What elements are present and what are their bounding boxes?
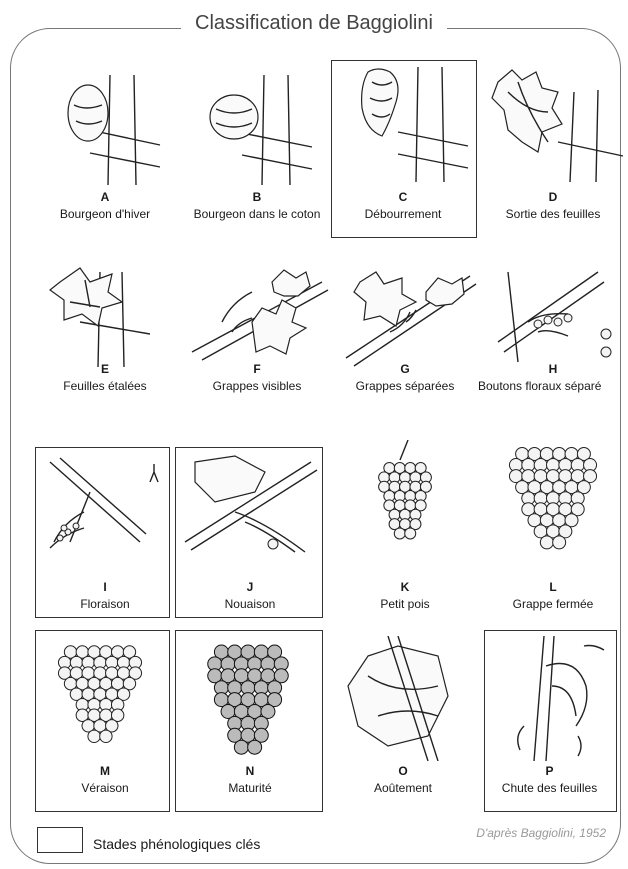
stage-a: A Bourgeon d'hiver xyxy=(30,75,180,195)
stage-label: Nouaison xyxy=(175,597,325,611)
grape-berry xyxy=(394,528,405,539)
stage-p-illustration xyxy=(484,636,615,761)
stage-letter: J xyxy=(175,580,325,594)
diagram-title-wrap: Classification de Baggiolini xyxy=(0,12,628,35)
stage-m-illustration xyxy=(30,636,170,761)
stage-e: E Feuilles étalées xyxy=(30,262,180,382)
stage-g: G Grappes séparées xyxy=(330,262,480,382)
stage-n: N Maturité xyxy=(175,636,325,756)
diagram-title: Classification de Baggiolini xyxy=(181,12,447,34)
stage-letter: A xyxy=(30,190,180,204)
stage-i: I Floraison xyxy=(30,452,180,572)
stage-l: L Grappe fermée xyxy=(478,440,628,560)
stage-k-illustration xyxy=(330,440,480,570)
source-credit: D'après Baggiolini, 1952 xyxy=(476,826,606,840)
stage-label: Bourgeon d'hiver xyxy=(30,207,180,221)
stage-letter: I xyxy=(30,580,180,594)
stage-d: D Sortie des feuilles xyxy=(478,62,628,182)
stage-letter: F xyxy=(182,362,332,376)
legend-swatch xyxy=(37,827,83,853)
grape-berry xyxy=(234,740,248,754)
stage-label: Véraison xyxy=(30,781,180,795)
stage-f-illustration xyxy=(182,262,332,372)
grape-berry xyxy=(540,536,553,549)
stage-label: Chute des feuilles xyxy=(484,781,615,795)
stage-b: B Bourgeon dans le coton xyxy=(182,75,332,195)
stage-g-illustration xyxy=(330,262,480,372)
stage-label: Sortie des feuilles xyxy=(478,207,628,221)
stage-c-illustration xyxy=(328,62,478,182)
stage-letter: B xyxy=(182,190,332,204)
stage-h-illustration xyxy=(478,262,628,372)
stage-a-illustration xyxy=(30,75,180,195)
grape-berry xyxy=(88,730,100,742)
stage-o: O Aoûtement xyxy=(328,636,478,756)
stage-c: C Débourrement xyxy=(328,62,478,182)
stage-label: Débourrement xyxy=(328,207,478,221)
stage-label: Maturité xyxy=(175,781,325,795)
stage-letter: G xyxy=(330,362,480,376)
stage-letter: E xyxy=(30,362,180,376)
stage-m: M Véraison xyxy=(30,636,180,756)
stage-letter: D xyxy=(478,190,628,204)
stage-k: K Petit pois xyxy=(330,440,480,560)
stage-j-illustration xyxy=(175,452,321,562)
stage-label: Grappes séparées xyxy=(330,379,480,393)
bud xyxy=(68,85,108,141)
stage-label: Boutons floraux séparé xyxy=(478,379,628,393)
stage-letter: C xyxy=(328,190,478,204)
stage-label: Aoûtement xyxy=(328,781,478,795)
stage-label: Petit pois xyxy=(330,597,480,611)
stage-letter: N xyxy=(175,764,325,778)
stage-l-illustration xyxy=(478,440,628,570)
stage-j: J Nouaison xyxy=(175,452,325,572)
stage-letter: L xyxy=(478,580,628,594)
grape-berry xyxy=(248,740,262,754)
stage-o-illustration xyxy=(328,636,478,761)
stage-h: H Boutons floraux séparé xyxy=(478,262,628,382)
stage-label: Bourgeon dans le coton xyxy=(182,207,332,221)
stage-label: Feuilles étalées xyxy=(30,379,180,393)
stage-letter: K xyxy=(330,580,480,594)
stage-d-illustration xyxy=(478,62,628,182)
stage-letter: M xyxy=(30,764,180,778)
stage-letter: O xyxy=(328,764,478,778)
legend-label: Stades phénologiques clés xyxy=(93,836,260,852)
stage-i-illustration xyxy=(30,452,170,562)
stage-letter: P xyxy=(484,764,615,778)
grape-berry xyxy=(405,528,416,539)
stage-label: Floraison xyxy=(30,597,180,611)
stage-p: P Chute des feuilles xyxy=(484,636,615,756)
stage-label: Grappe fermée xyxy=(478,597,628,611)
stage-b-illustration xyxy=(182,75,332,195)
stage-f: F Grappes visibles xyxy=(182,262,332,382)
grape-berry xyxy=(553,536,566,549)
stage-letter: H xyxy=(478,362,628,376)
stage-n-illustration xyxy=(175,636,321,761)
grape-berry xyxy=(100,730,112,742)
stage-e-illustration xyxy=(30,262,180,372)
stage-label: Grappes visibles xyxy=(182,379,332,393)
